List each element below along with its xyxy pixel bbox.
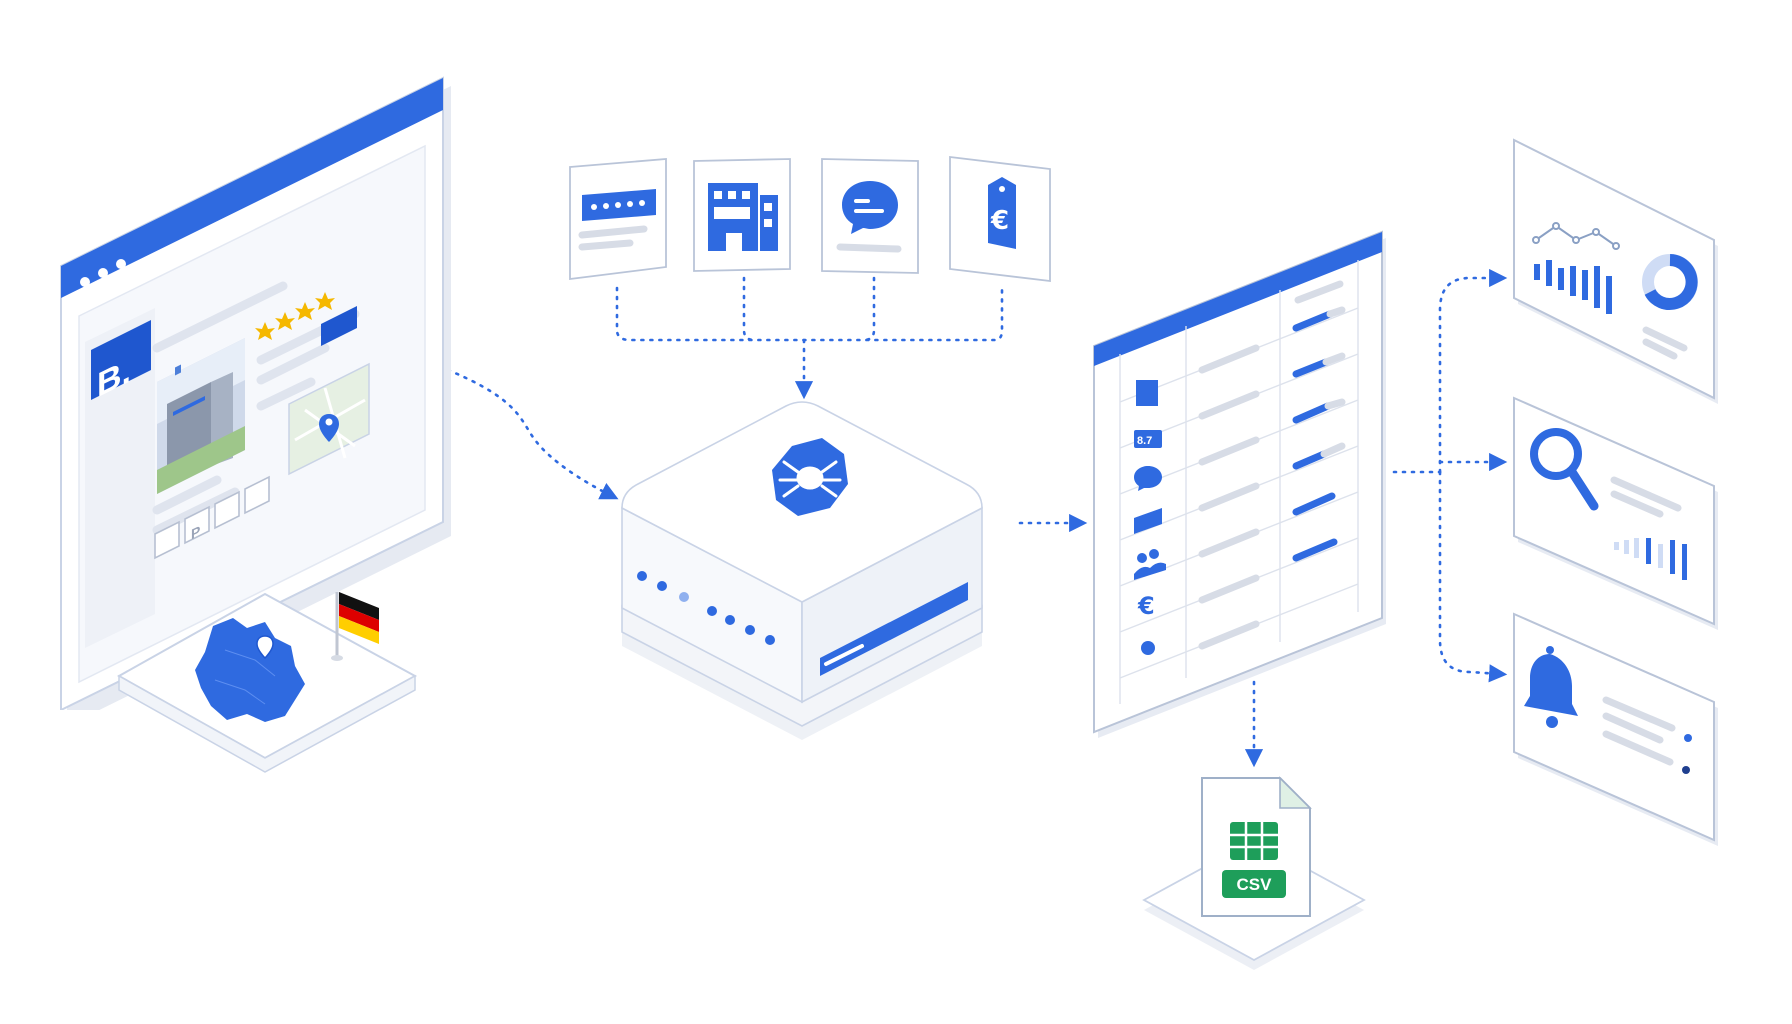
- donut-chart-icon: [1642, 254, 1698, 310]
- alerts-panel: [1513, 612, 1718, 846]
- table-hotel-icon: [1136, 380, 1158, 406]
- connector-browser-to-scraper: [446, 368, 619, 500]
- connector-to-analytics: [1438, 268, 1508, 474]
- connector-card3: [862, 276, 876, 342]
- review-chat-icon: [842, 181, 898, 234]
- bar-chart-icon: [1534, 260, 1612, 314]
- status-leds: [637, 571, 775, 645]
- booking-browser-window: B. P: [60, 76, 451, 710]
- csv-export: CSV: [1142, 776, 1366, 970]
- rating-badge: [321, 306, 357, 346]
- germany-map: [195, 618, 305, 722]
- scraper-engine: [621, 401, 983, 740]
- connector-to-alerts: [1438, 470, 1508, 683]
- booking-logo-bg: [91, 320, 151, 400]
- table-euro-icon: €: [1137, 592, 1155, 620]
- wifi-icon: [154, 520, 180, 560]
- svg-text:€: €: [990, 206, 1009, 236]
- search-insights-panel: [1513, 396, 1718, 630]
- map-pin-icon: [319, 414, 339, 442]
- connector-card2: [742, 276, 756, 342]
- analytics-dashboard-panel: [1513, 138, 1718, 404]
- spreadsheet-icon: [1230, 822, 1278, 860]
- data-card-hotel: [690, 155, 796, 285]
- data-card-price: €: [946, 155, 1056, 285]
- svg-text:P: P: [191, 524, 200, 544]
- table-review-icon: [1134, 466, 1162, 491]
- germany-flag: [331, 592, 379, 661]
- csv-badge: [1222, 870, 1286, 898]
- table-guests-icon: [1137, 553, 1147, 563]
- bell-icon: [1524, 646, 1578, 728]
- window-dot-2: [98, 268, 108, 278]
- table-bed-icon: [1134, 508, 1162, 534]
- table-score-badge: [1134, 430, 1162, 448]
- window-dot-3: [116, 259, 126, 269]
- data-card-rating: [566, 155, 672, 285]
- table-score-text: 8.7: [1137, 435, 1152, 447]
- connector-cards-merge: [615, 286, 1004, 342]
- drive-slot: [820, 582, 968, 676]
- germany-pin-icon: [256, 635, 274, 660]
- germany-platform: [116, 592, 418, 773]
- ac-icon: [244, 475, 270, 515]
- hotel-photo: [157, 338, 245, 494]
- csv-label: CSV: [1237, 875, 1273, 894]
- data-table-panel: 8.7 €: [1093, 230, 1386, 738]
- search-icon: [1530, 428, 1599, 511]
- alert-dot-2: [1682, 766, 1690, 774]
- spider-icon: [778, 460, 842, 498]
- alert-dot-1: [1684, 734, 1692, 742]
- price-tag-euro-icon: [988, 177, 1016, 249]
- table-location-pin-icon: [1141, 641, 1155, 655]
- parking-icon: [184, 505, 210, 545]
- map-thumbnail: [288, 362, 370, 476]
- trend-bars-icon: [1614, 538, 1687, 580]
- restaurant-icon: [214, 490, 240, 530]
- window-dot-1: [80, 277, 90, 287]
- data-card-review: [818, 155, 924, 285]
- star-rating: [255, 292, 335, 340]
